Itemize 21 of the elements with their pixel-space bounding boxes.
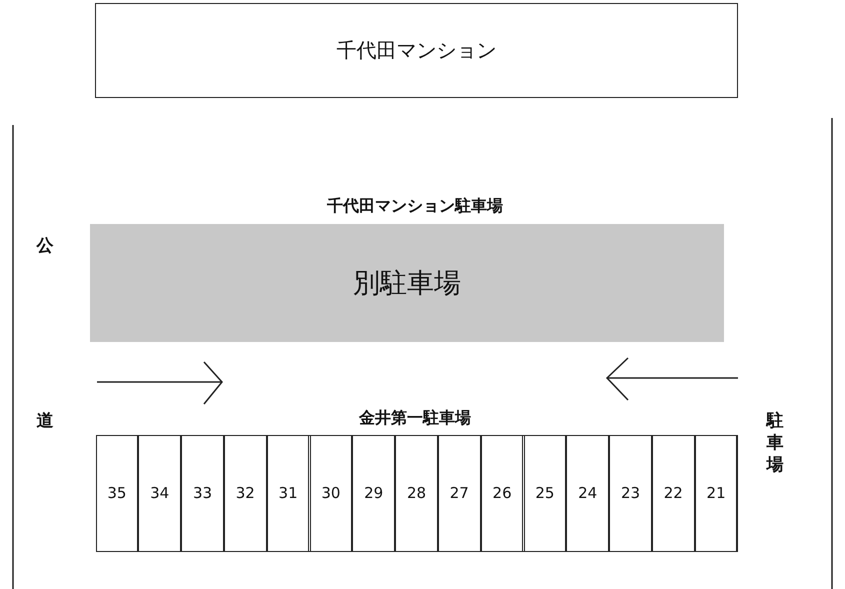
parking-stall: 25 [524,434,566,552]
parking-stall: 31 [266,434,310,552]
parking-stall: 26 [480,434,524,552]
parking-stall: 33 [181,434,224,552]
road-label: 道 [36,410,54,432]
lot-label: 駐車場 [766,410,784,476]
parking-stall: 22 [652,434,695,552]
parking-stall: 32 [224,434,267,552]
parking-stall: 24 [566,434,610,552]
area-heading: 金井第一駐車場 [358,408,472,429]
parking-stall: 23 [609,434,652,552]
parking-stall: 27 [438,434,481,552]
parking-stall: 29 [352,434,396,552]
parking-stall: 21 [694,434,738,552]
parking-stall: 28 [395,434,438,552]
building-box: 千代田マンション [95,3,738,98]
area-heading: 千代田マンション駐車場 [326,196,504,217]
parking-stall: 34 [138,434,182,552]
shaded-area: 別駐車場 [90,224,724,342]
road-label: 公 [36,235,54,258]
parking-stall: 30 [310,434,352,552]
